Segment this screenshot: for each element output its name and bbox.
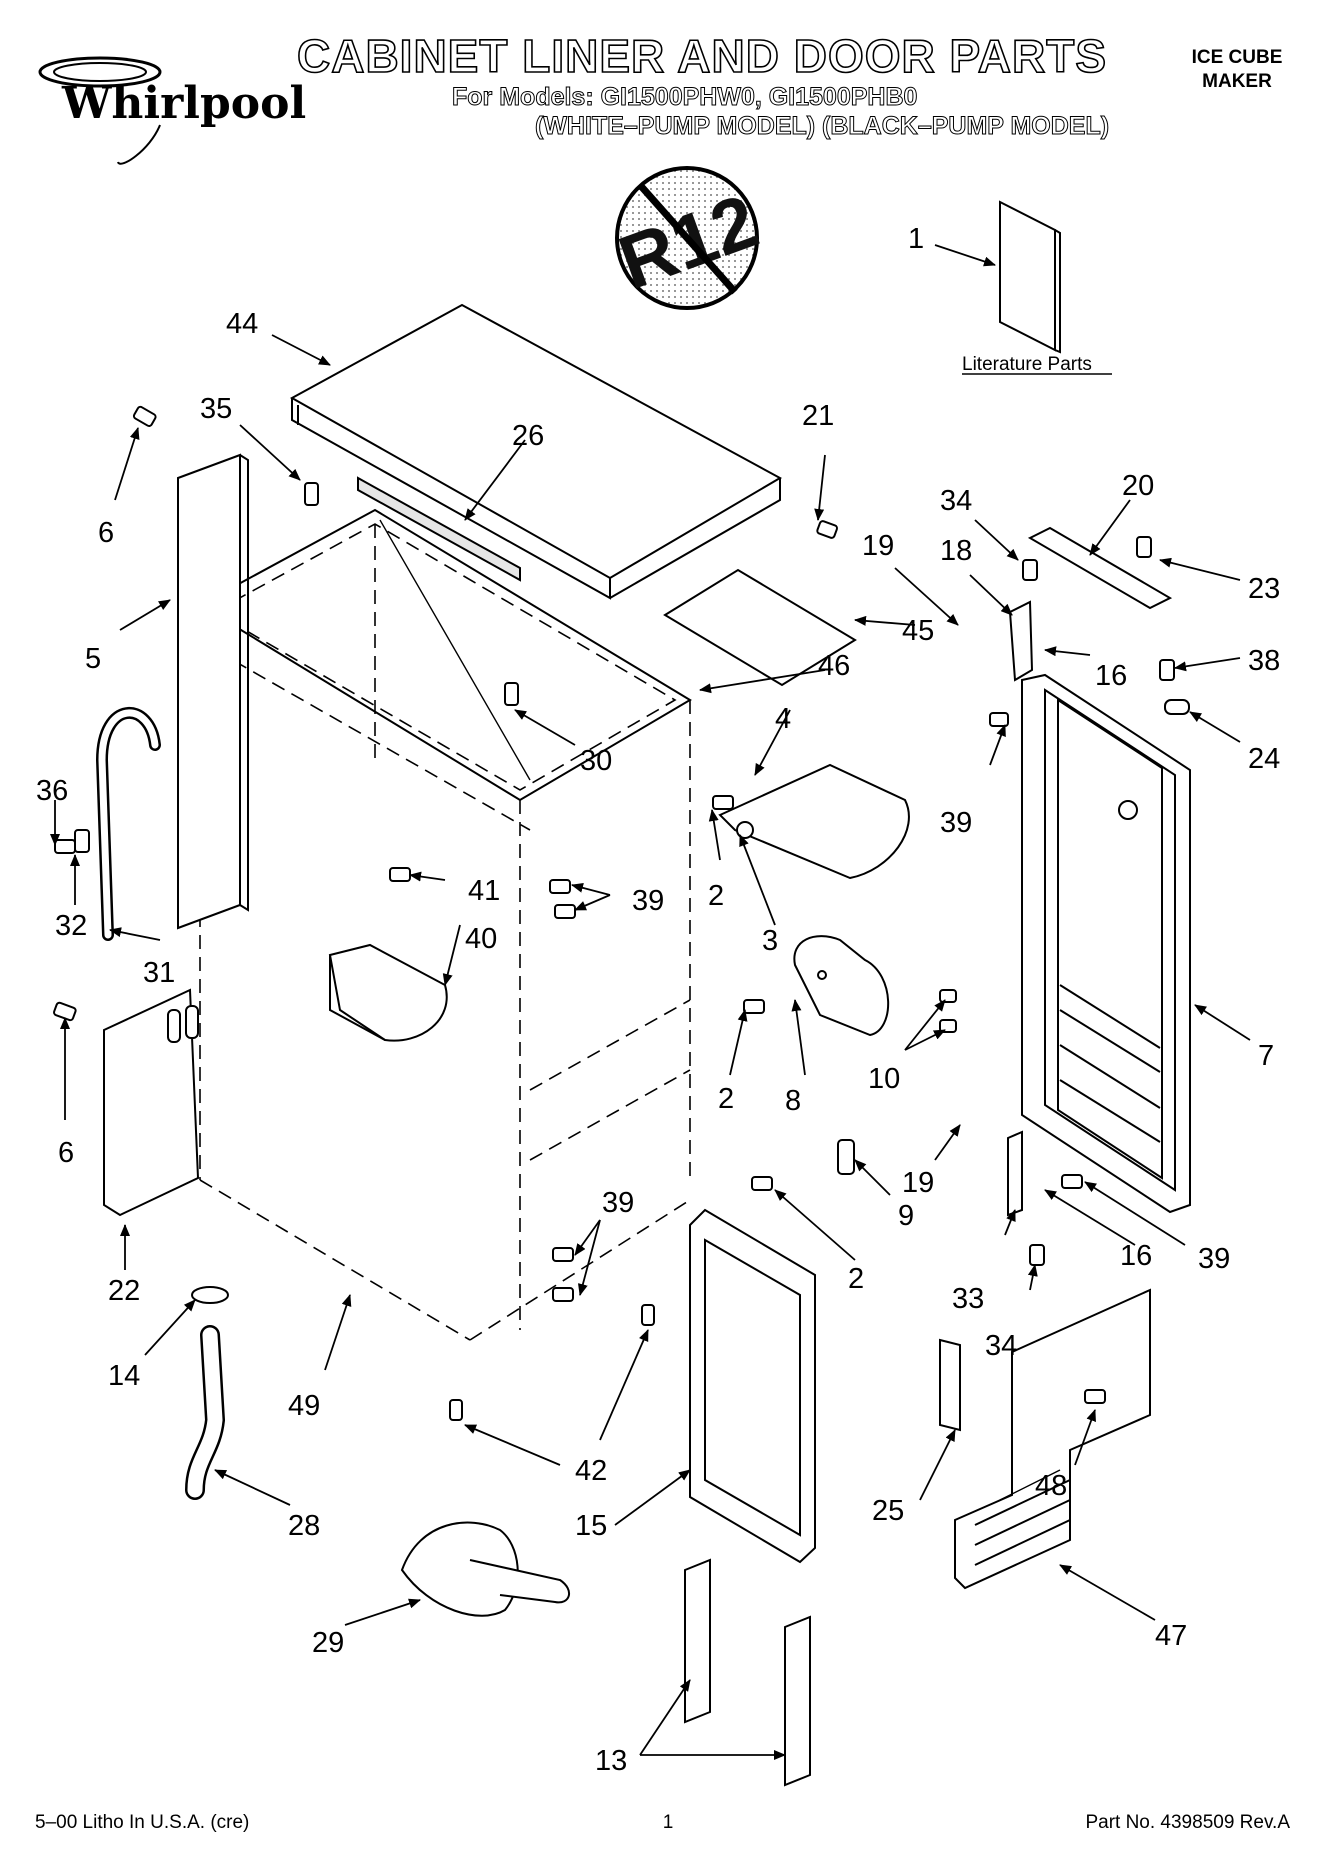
ice-scoop [400,1521,570,1617]
door-gasket [689,1208,816,1564]
part-number: Part No. 4398509 Rev.A [1085,1812,1290,1833]
callout: 35 [200,393,232,425]
callout: 41 [468,875,500,907]
callout: 36 [36,775,68,807]
callout: 3 [762,925,778,957]
insulation-pad [663,568,857,687]
callout: 21 [802,400,834,432]
callout: 19 [902,1167,934,1199]
callout: 7 [1258,1040,1274,1072]
callout: 22 [108,1275,140,1307]
hose-clamp [191,1286,229,1304]
callout: 14 [108,1360,140,1392]
callout: 29 [312,1627,344,1659]
callout: 34 [985,1330,1017,1362]
cabinet-lid [289,303,783,600]
trim-strip-left [684,1558,711,1724]
callout: 24 [1248,743,1280,775]
callout: 1 [908,223,924,255]
kick-plate [954,1288,1151,1590]
ice-chute [718,763,910,880]
callout: 48 [1035,1470,1067,1502]
page-title: CABINET LINER AND DOOR PARTS [297,30,1107,82]
callout: 2 [718,1083,734,1115]
left-side-panel [177,453,249,930]
clip [939,1338,961,1432]
trim-strip-right [784,1615,811,1787]
callout: 46 [818,650,850,682]
whirlpool-logo: Whirlpool [38,56,306,165]
lower-hinge [1007,1130,1023,1217]
callout: 26 [512,420,544,452]
callout: 42 [575,1455,607,1487]
hinge-bar [1027,526,1173,610]
callout: 38 [1248,645,1280,677]
category-line-1: ICE CUBE [1192,47,1283,68]
callout: 5 [85,643,101,675]
callout: 16 [1095,660,1127,692]
callout: 15 [575,1510,607,1542]
callout: 39 [1198,1243,1230,1275]
cabinet-door [1021,673,1191,1214]
callout: 2 [708,880,724,912]
callout: 39 [632,885,664,917]
models-line: For Models: GI1500PHW0, GI1500PHB0 [452,83,917,111]
callout: 28 [288,1510,320,1542]
callout: 8 [785,1085,801,1117]
callout: 18 [940,535,972,567]
callout: 2 [848,1263,864,1295]
callout: 13 [595,1745,627,1777]
callout: 4 [775,703,791,735]
category-line-2: MAKER [1202,71,1272,92]
callout: 30 [580,745,612,777]
page-number: 1 [663,1812,674,1833]
switch-housing [793,935,890,1037]
callout: 39 [602,1187,634,1219]
callout: 49 [288,1390,320,1422]
callout: 47 [1155,1620,1187,1652]
callout-numbers: 1 44 35 26 21 34 20 6 19 18 23 45 16 38 … [36,223,1280,1777]
callout: 44 [226,308,258,340]
callout: 31 [143,957,175,989]
drain-tube [187,1327,223,1498]
ice-deflector [328,943,448,1042]
callout: 20 [1122,470,1154,502]
footer-print-info: 5–00 Litho In U.S.A. (cre) [35,1812,249,1833]
screw-set [53,405,1190,1421]
callout: 10 [868,1063,900,1095]
upper-hinge [1008,600,1034,682]
brand-name: Whirlpool [61,78,306,129]
callout: 6 [58,1137,74,1169]
cabinet-liner [197,508,692,1341]
variants-line: (WHITE–PUMP MODEL) (BLACK–PUMP MODEL) [535,112,1109,140]
callout: 16 [1120,1240,1152,1272]
callout: 19 [862,530,894,562]
callout: 6 [98,517,114,549]
callout: 9 [898,1200,914,1232]
callout: 32 [55,910,87,942]
callout: 40 [465,923,497,955]
rear-panel [103,988,200,1217]
callout: 34 [940,485,972,517]
callout: 25 [872,1495,904,1527]
leader-arrows [50,244,1251,1760]
literature-label: Literature Parts [962,354,1092,375]
callout: 45 [902,615,934,647]
callout: 23 [1248,573,1280,605]
literature-parts: Literature Parts [962,200,1112,375]
no-r12-badge: R12 [608,166,769,310]
callout: 33 [952,1283,984,1315]
callout: 39 [940,807,972,839]
